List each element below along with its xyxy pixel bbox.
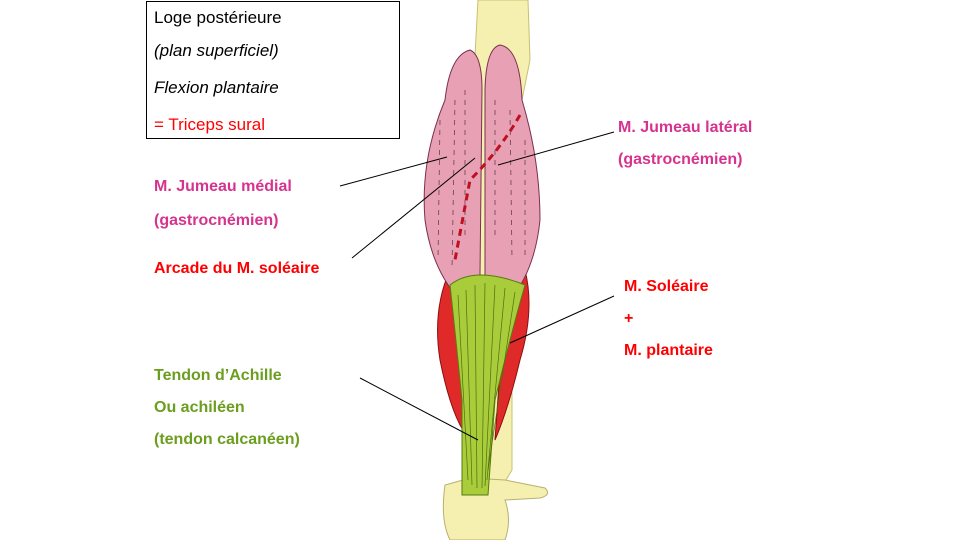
label-plantaire: M. plantaire <box>624 342 713 359</box>
label-jumeau-medial: M. Jumeau médial <box>154 178 292 195</box>
label-plus: + <box>624 310 634 327</box>
title-line-2: (plan superficiel) <box>154 41 279 60</box>
label-jumeau-lateral-sub: (gastrocnémien) <box>618 151 743 168</box>
title-box: Loge postérieure (plan superficiel) Flex… <box>146 1 400 139</box>
title-line-4: = Triceps sural <box>154 115 266 134</box>
title-line-3: Flexion plantaire <box>154 78 279 97</box>
label-tendon-achille: Tendon d’Achille <box>154 367 282 384</box>
label-arcade-soleaire: Arcade du M. soléaire <box>154 260 320 277</box>
label-achileen: Ou achiléen <box>154 399 245 416</box>
label-soleaire: M. Soléaire <box>624 278 709 295</box>
gastrocnemius-muscle <box>423 44 541 301</box>
label-tendon-calcaneen: (tendon calcanéen) <box>154 431 300 448</box>
achilles-tendon <box>449 274 526 496</box>
title-line-1: Loge postérieure <box>154 8 282 27</box>
label-jumeau-medial-sub: (gastrocnémien) <box>154 212 279 229</box>
label-jumeau-lateral: M. Jumeau latéral <box>618 119 753 136</box>
leader-lines <box>339 131 615 441</box>
